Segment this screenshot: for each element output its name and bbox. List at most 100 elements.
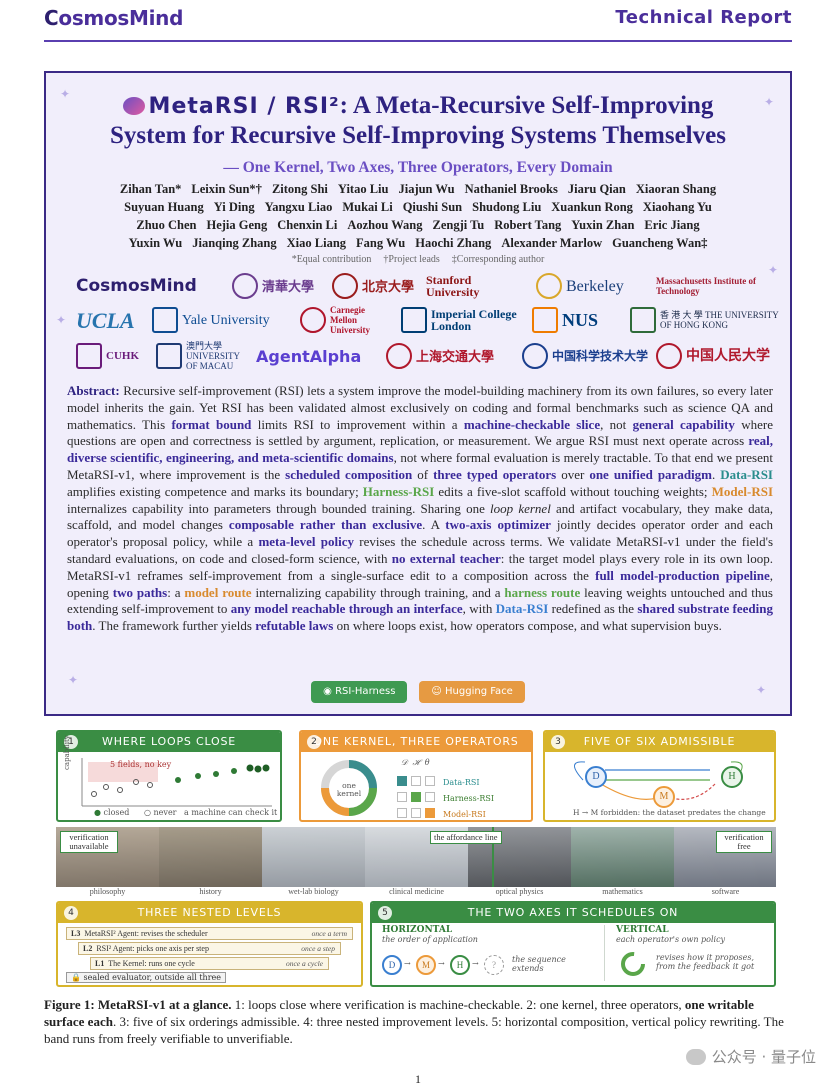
band-label: clinical medicine [389, 887, 444, 896]
sealed-evaluator: 🔒 sealed evaluator, outside all three [66, 972, 226, 983]
huggingface-button[interactable]: ☺ Hugging Face [419, 681, 525, 703]
kernel-ring-icon [321, 760, 377, 816]
arrow-icon: → [438, 959, 445, 968]
author: Qiushi Sun [402, 200, 463, 214]
tag-unavailable: verification unavailable [60, 831, 118, 853]
band-label: optical physics [495, 887, 544, 896]
abstract: Abstract: Recursive self-improvement (RS… [67, 383, 774, 634]
ruc-logo: 中国人民大学 [656, 341, 770, 371]
header-rule [44, 40, 792, 42]
title-card: ✦ ✦ ✦ ✦ ✦ ✦ MetaRSI / RSI²: A Meta-Recur… [44, 71, 792, 716]
seq-node-m: M [416, 955, 436, 975]
author: Shudong Liu [472, 200, 542, 214]
paper-title-line2: System for Recursive Self-Improving Syst… [110, 122, 726, 149]
data-point [195, 773, 201, 779]
data-point [133, 779, 139, 785]
data-point [175, 777, 181, 783]
nus-logo: NUS [532, 305, 598, 335]
check-icon [425, 808, 435, 819]
stanford-logo: Stanford University [426, 273, 480, 299]
author: Yuxin Wu [128, 236, 183, 250]
col-header: 𝒟 ℋ θ [401, 758, 430, 767]
seal-icon [386, 343, 412, 369]
author: Yi Ding [213, 200, 255, 214]
data-point [254, 765, 262, 773]
cuhk-logo: CUHK [76, 341, 139, 371]
sparkle-icon: ✦ [60, 87, 71, 101]
band-label: wet-lab biology [288, 887, 339, 896]
sequence-note: the sequence extends [512, 955, 566, 973]
kernel-label: one kernel [336, 781, 362, 798]
seal-icon [656, 343, 682, 369]
author: Zengji Tu [432, 218, 485, 232]
forbidden-note: H → M forbidden: the dataset predates th… [573, 808, 766, 817]
data-point [262, 764, 270, 772]
verification-band: verification unavailable the affordance … [56, 827, 776, 897]
loops-scatter-plot [81, 758, 272, 807]
author: Yitao Liu [337, 182, 389, 196]
tag-free: verification free [716, 831, 772, 853]
band-label: mathematics [602, 887, 643, 896]
node-model: M [653, 786, 675, 808]
seal-icon [536, 273, 562, 299]
band-label: history [199, 887, 222, 896]
sparkle-icon: ✦ [755, 683, 766, 697]
berkeley-logo: Berkeley [536, 271, 624, 301]
ustc-logo: 中国科学技术大学 [522, 341, 648, 371]
author: Zihan Tan* [119, 182, 182, 196]
arrow-icon: → [472, 959, 479, 968]
shield-icon [532, 307, 558, 333]
data-point [103, 784, 109, 790]
author: Mukai Li [342, 200, 393, 214]
hku-logo: 香 港 大 學 THE UNIVERSITY OF HONG KONG [630, 305, 790, 335]
horizontal-subtitle: the order of application [382, 935, 478, 944]
sjtu-logo: 上海交通大學 [386, 341, 494, 371]
affiliation-row-3: CUHK 澳門大學 UNIVERSITY OF MACAU AgentAlpha… [76, 341, 770, 373]
shield-icon [156, 343, 182, 369]
data-point [246, 764, 254, 772]
author: Jiajun Wu [398, 182, 455, 196]
shield-icon [401, 307, 427, 333]
cmu-logo: Carnegie Mellon University [300, 305, 386, 335]
node-harness: H [721, 766, 743, 788]
vertical-title: VERTICAL [616, 925, 669, 935]
author: Zhuo Chen [136, 218, 197, 232]
author: Jiaru Qian [567, 182, 626, 196]
operator-row-model: Model-RSI [397, 804, 486, 820]
node-data: D [585, 766, 607, 788]
author: Suyuan Huang [124, 200, 204, 214]
check-icon [411, 792, 421, 803]
shield-icon [152, 307, 178, 333]
band-label: philosophy [89, 887, 126, 896]
operator-row-data: Data-RSI [397, 772, 480, 790]
photo-mathematics [571, 827, 674, 887]
author: Guancheng Wan‡ [612, 236, 708, 250]
watermark: 公众号 · 量子位 [685, 1046, 816, 1067]
github-button[interactable]: ◉ RSI-Harness [311, 681, 408, 703]
yale-logo: Yale University [152, 305, 270, 335]
author: Xiao Liang [286, 236, 347, 250]
author: Xiaohang Yu [642, 200, 712, 214]
tsinghua-logo: 清華大學 [232, 271, 314, 301]
author: Chenxin Li [277, 218, 338, 232]
seq-node-next: ? [484, 955, 504, 975]
refresh-cycle-icon [621, 952, 645, 976]
y-axis-label: capability [63, 735, 71, 770]
lock-icon: 🔒 [71, 973, 84, 982]
data-point [91, 791, 97, 797]
seq-node-h: H [450, 955, 470, 975]
page-header: CosmosMind Technical Report [0, 0, 836, 42]
no-key-note: 5 fields, no key [110, 760, 172, 769]
um-logo: 澳門大學 UNIVERSITY OF MACAU [156, 341, 246, 371]
author: Robert Tang [494, 218, 562, 232]
band-label: software [711, 887, 740, 896]
